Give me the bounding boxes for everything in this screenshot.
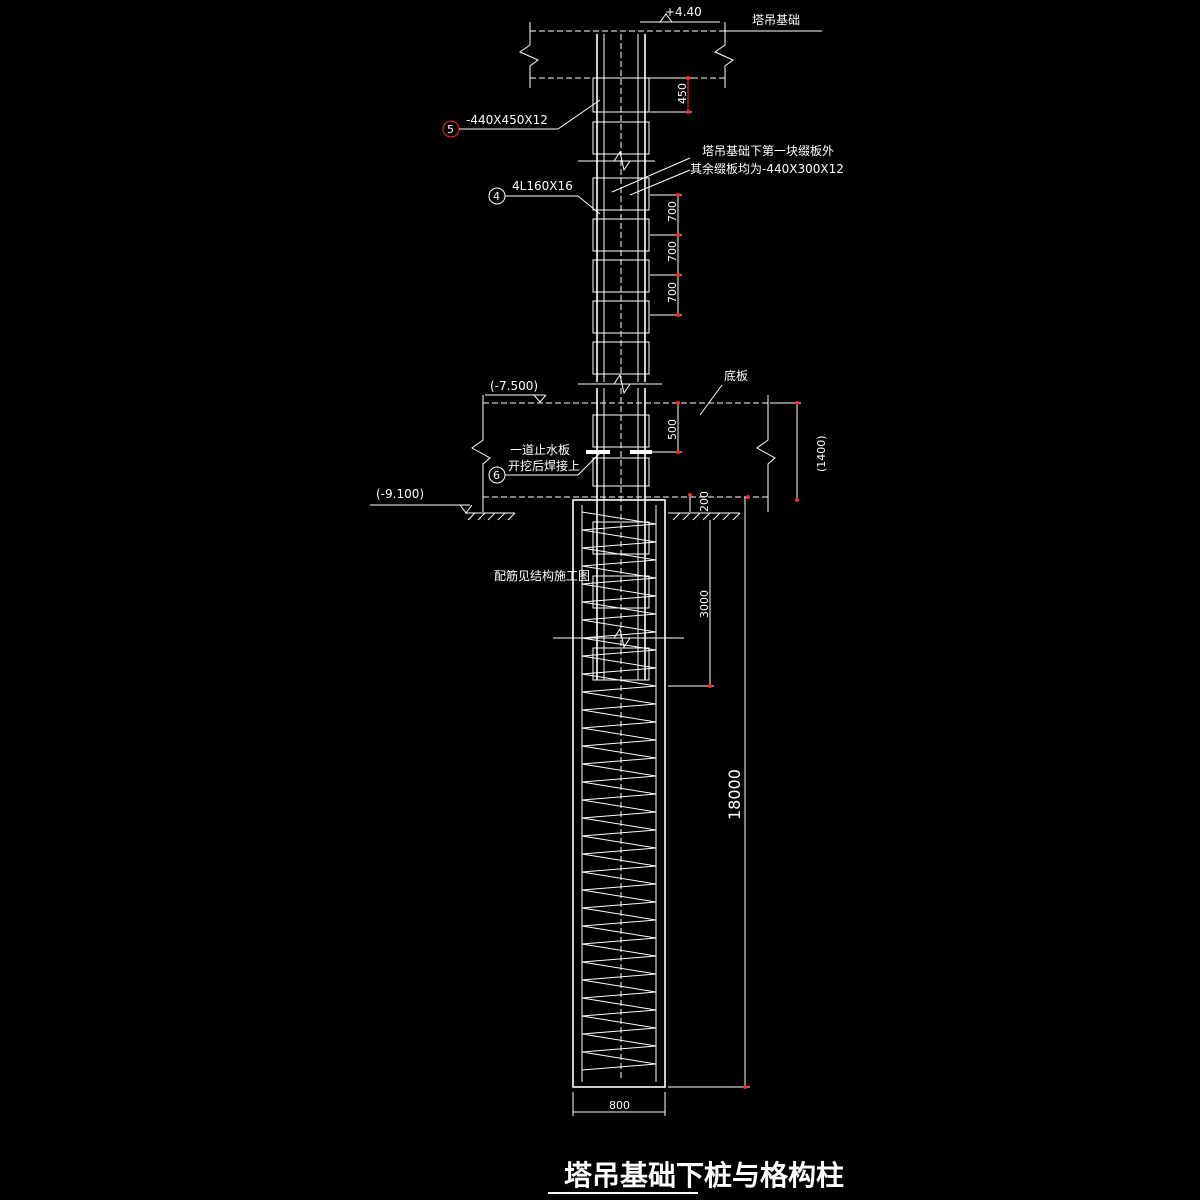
batten-note: 塔吊基础下第一块缀板外 其余缀板均为-440X300X12 — [611, 144, 844, 196]
drawing-title-block: 塔吊基础下桩与格构柱 — [548, 1159, 844, 1194]
lattice-column-middle — [586, 388, 652, 505]
waterstop-line-2: 开挖后焊接上 — [508, 458, 580, 473]
foundation-label: 塔吊基础 — [752, 13, 800, 27]
dimension-700b-label: 700 — [666, 241, 679, 262]
dimension-18000: 18000 — [668, 497, 750, 1089]
dimension-700a-label: 700 — [666, 201, 679, 222]
dimension-18000-label: 18000 — [725, 769, 744, 820]
marker-6-label: 6 — [493, 469, 500, 482]
dimension-700c-label: 700 — [666, 282, 679, 303]
marker-4: 4 4L160X16 — [488, 179, 601, 215]
dimension-200-label: 200 — [698, 491, 711, 512]
dimension-200: 200 — [688, 491, 750, 512]
foundation-cap — [518, 22, 822, 88]
marker-5-label: 5 — [447, 123, 454, 136]
base-slab: (-7.500) 底板 — [471, 368, 776, 512]
marker-4-label: 4 — [493, 190, 500, 203]
dimension-1400-label: (1400) — [815, 435, 828, 472]
marker-6: 6 一道止水板 开挖后焊接上 — [488, 443, 601, 484]
elevation-top: +4.40 — [640, 5, 720, 23]
elevation-ground-label: (-9.100) — [376, 487, 424, 501]
elevation-floor-label: (-7.500) — [490, 379, 538, 393]
base-slab-label: 底板 — [724, 368, 748, 383]
dimension-500: 500 — [650, 401, 682, 454]
dimension-3000: 3000 — [668, 520, 714, 688]
ground-level: (-9.100) — [370, 487, 741, 521]
elevation-top-label: +4.40 — [665, 5, 702, 19]
batten-note-line-2: 其余缀板均为-440X300X12 — [690, 161, 844, 176]
dimension-1400: (1400) — [770, 401, 828, 502]
dimension-700-series: 700 700 700 — [650, 193, 682, 317]
bored-pile — [553, 499, 684, 1088]
dimension-450-label: 450 — [676, 83, 689, 104]
batten-note-line-1: 塔吊基础下第一块缀板外 — [702, 144, 834, 158]
drawing-title: 塔吊基础下桩与格构柱 — [564, 1159, 844, 1192]
dimension-3000-label: 3000 — [698, 590, 711, 618]
dimension-450: 450 — [650, 76, 692, 114]
dimension-500-label: 500 — [666, 419, 679, 440]
lattice-column-upper — [578, 34, 662, 395]
dimension-800: 800 — [572, 1092, 666, 1116]
angle-spec-label: 4L160X16 — [512, 179, 573, 193]
marker-5: 5 -440X450X12 — [442, 99, 601, 138]
dimension-800-label: 800 — [609, 1099, 630, 1112]
rebar-note: 配筋见结构施工图 — [494, 568, 590, 583]
plate-spec-label: -440X450X12 — [466, 113, 548, 127]
waterstop-line-1: 一道止水板 — [510, 443, 570, 457]
